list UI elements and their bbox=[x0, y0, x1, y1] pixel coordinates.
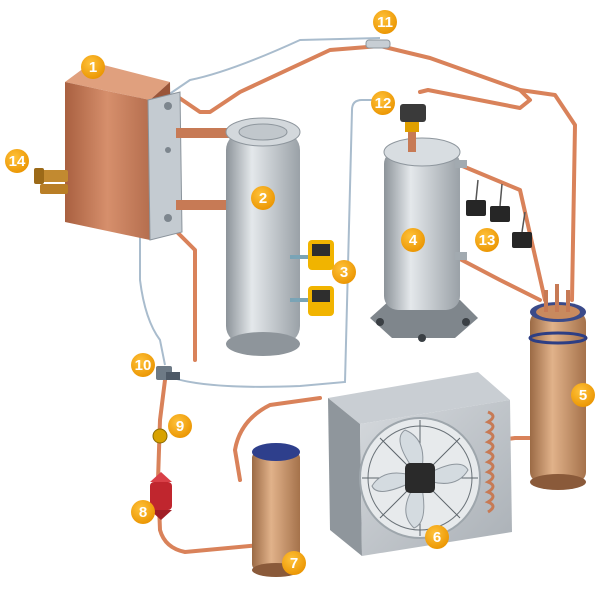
solenoid-valve bbox=[156, 366, 180, 380]
filter-drier bbox=[150, 472, 172, 520]
callout-12: 12 bbox=[371, 91, 395, 115]
svg-text:6: 6 bbox=[433, 529, 441, 546]
plate-heat-exchanger bbox=[65, 62, 236, 241]
svg-text:14: 14 bbox=[9, 153, 26, 170]
callout-8: 8 bbox=[131, 500, 155, 524]
callout-3: 3 bbox=[332, 260, 356, 284]
callout-9: 9 bbox=[168, 414, 192, 438]
condenser-unit bbox=[328, 372, 512, 556]
svg-text:4: 4 bbox=[409, 232, 418, 249]
callout-4: 4 bbox=[401, 228, 425, 252]
liquid-receiver bbox=[252, 443, 300, 577]
callout-14: 14 bbox=[5, 149, 29, 173]
svg-text:11: 11 bbox=[377, 14, 393, 31]
svg-text:1: 1 bbox=[89, 59, 97, 76]
compressor bbox=[370, 137, 478, 342]
service-valve bbox=[365, 39, 391, 49]
callout-13: 13 bbox=[475, 228, 499, 252]
callout-6: 6 bbox=[425, 525, 449, 549]
svg-text:3: 3 bbox=[340, 264, 348, 281]
svg-text:5: 5 bbox=[579, 387, 587, 404]
receiver-tank bbox=[225, 117, 310, 356]
callout-1: 1 bbox=[81, 55, 105, 79]
pressure-switches bbox=[308, 240, 334, 316]
water-connections bbox=[34, 168, 68, 194]
svg-text:9: 9 bbox=[176, 418, 184, 435]
sight-glass bbox=[152, 428, 168, 444]
callout-11: 11 bbox=[373, 10, 397, 34]
expansion-valve bbox=[400, 104, 426, 152]
callout-2: 2 bbox=[251, 186, 275, 210]
capillary-lines bbox=[139, 37, 381, 388]
callout-10: 10 bbox=[131, 353, 155, 377]
sensors bbox=[466, 179, 532, 248]
svg-text:8: 8 bbox=[139, 504, 147, 521]
svg-text:12: 12 bbox=[375, 95, 392, 112]
svg-text:13: 13 bbox=[479, 232, 496, 249]
copper-vessel bbox=[528, 284, 588, 490]
svg-text:10: 10 bbox=[135, 357, 152, 374]
callout-5: 5 bbox=[571, 383, 595, 407]
svg-text:2: 2 bbox=[259, 190, 267, 207]
callout-7: 7 bbox=[282, 551, 306, 575]
svg-text:7: 7 bbox=[290, 555, 298, 572]
